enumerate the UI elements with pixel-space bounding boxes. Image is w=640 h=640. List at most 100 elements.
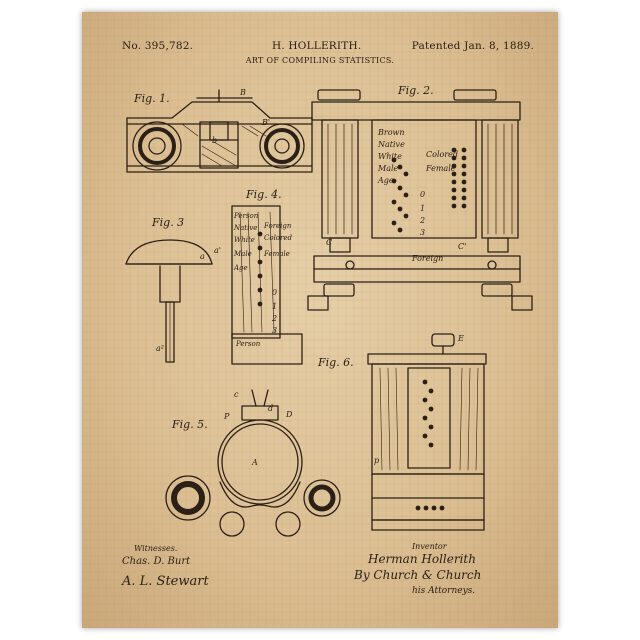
punched-hole [257, 231, 263, 237]
card-label: Colored [426, 150, 458, 159]
punched-hole [422, 433, 428, 439]
punched-hole [397, 206, 403, 212]
witnesses-label: Witnesses. [134, 544, 178, 553]
card-number: 0 [272, 288, 278, 297]
reference-letter: p [374, 456, 380, 465]
attorney-signature: By Church & Church [354, 568, 482, 582]
reference-letter: B' [262, 118, 271, 127]
punched-hole [461, 171, 467, 177]
fig6-label: Fig. 6. [318, 356, 354, 369]
punched-hole [257, 259, 263, 265]
patent-date: Patented Jan. 8, 1889. [411, 40, 534, 52]
fig2-label: Fig. 2. [398, 84, 434, 97]
punched-hole [423, 505, 429, 511]
reference-letter: E [458, 334, 464, 343]
reference-letter: C' [458, 242, 467, 251]
card-label: Female [426, 164, 456, 173]
fig4-card-drawing [231, 205, 303, 365]
graph-paper-grid [82, 12, 558, 628]
punched-hole [439, 505, 445, 511]
patent-title: ART OF COMPILING STATISTICS. [245, 56, 395, 65]
card-label: Colored [264, 234, 292, 242]
punched-hole [461, 195, 467, 201]
punched-hole [415, 505, 421, 511]
punched-hole [403, 213, 409, 219]
patent-drawing [125, 89, 533, 537]
witness-1-signature: Chas. D. Burt [122, 556, 191, 567]
patent-number: No. 395,782. [122, 40, 194, 52]
reference-letter: c [234, 390, 239, 399]
punched-hole [391, 157, 397, 163]
punched-hole [451, 195, 457, 201]
punched-hole [257, 301, 263, 307]
fig2-reader-drawing [307, 89, 533, 311]
reference-letter: a [200, 252, 205, 261]
fig3-label: Fig. 3 [152, 216, 185, 229]
punched-hole [257, 245, 263, 251]
punched-hole [451, 203, 457, 209]
card-number: 3 [272, 326, 278, 335]
card-number: 2 [420, 216, 426, 225]
punched-hole [451, 155, 457, 161]
punched-hole [257, 287, 263, 293]
fig6-press-drawing [367, 333, 487, 531]
punched-hole [451, 187, 457, 193]
card-label: Native [378, 140, 405, 149]
card-number: 1 [272, 302, 278, 311]
reference-letter: a² [156, 344, 164, 353]
card-number: 3 [420, 228, 426, 237]
card-label: Age [378, 176, 394, 185]
fig1-press-drawing [126, 89, 313, 173]
fig5-roller-drawing [165, 389, 341, 537]
fig1-label: Fig. 1. [134, 92, 170, 105]
punched-hole [391, 199, 397, 205]
punched-hole [461, 155, 467, 161]
reference-letter: b [212, 136, 218, 145]
attorney-label: his Attorneys. [412, 586, 476, 596]
reference-letter: A [252, 458, 258, 467]
card-label: Person [234, 212, 259, 220]
card-label: Native [234, 224, 258, 232]
card-number: 2 [272, 314, 278, 323]
punched-hole [428, 442, 434, 448]
card-label: Female [264, 250, 290, 258]
punched-hole [428, 406, 434, 412]
punched-hole [397, 164, 403, 170]
punched-hole [428, 424, 434, 430]
card-label: Person [236, 340, 261, 348]
card-label: Brown [378, 128, 405, 137]
reference-letter: B [240, 88, 246, 97]
punched-hole [431, 505, 437, 511]
punched-hole [422, 397, 428, 403]
reference-letter: d [268, 404, 274, 413]
card-label: Foreign [264, 222, 292, 230]
punched-hole [451, 147, 457, 153]
card-label: Age [234, 264, 248, 272]
punched-hole [461, 179, 467, 185]
punched-hole [461, 147, 467, 153]
card-label: Male [378, 164, 399, 173]
punched-hole [422, 415, 428, 421]
fig3-punch-drawing [125, 239, 213, 363]
punched-hole [451, 163, 457, 169]
punched-hole [397, 227, 403, 233]
card-label: White [234, 236, 255, 244]
punched-hole [397, 185, 403, 191]
punched-hole [403, 171, 409, 177]
reference-letter: C [326, 238, 333, 247]
card-number: 0 [420, 190, 426, 199]
punched-hole [428, 388, 434, 394]
fig4-label: Fig. 4. [246, 188, 282, 201]
punched-hole [422, 379, 428, 385]
fig5-label: Fig. 5. [172, 418, 208, 431]
inventor-signature: Herman Hollerith [368, 552, 476, 566]
punched-hole [461, 163, 467, 169]
punched-hole [391, 178, 397, 184]
punched-hole [257, 273, 263, 279]
punched-hole [391, 220, 397, 226]
card-number: 1 [420, 204, 426, 213]
punched-hole [461, 187, 467, 193]
punched-hole [451, 179, 457, 185]
punched-hole [461, 203, 467, 209]
punched-hole [451, 171, 457, 177]
